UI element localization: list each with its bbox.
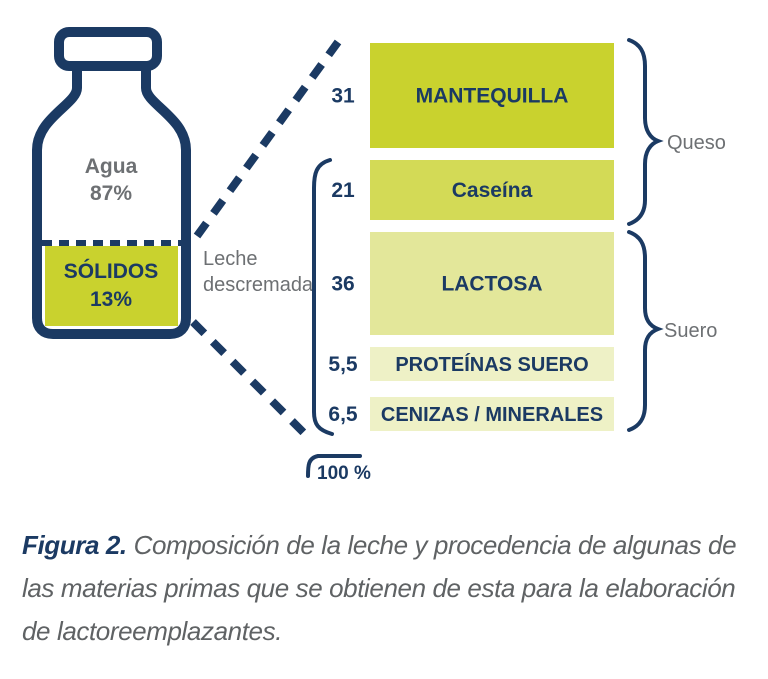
value-label-mantequilla: 31 [331,85,355,108]
skim-milk-label-line1: Leche [203,248,258,270]
value-label-lactosa: 36 [331,273,354,296]
bar-mantequilla [370,43,614,148]
queso-bracket [627,38,664,226]
water-label: Agua [85,155,138,178]
value-label-proteinas-suero: 5,5 [328,353,358,376]
bar-cenizas-minerales [370,397,614,431]
figure-caption: Figura 2. Composición de la leche y proc… [22,524,757,653]
total-bracket [306,454,362,478]
suero-label: Suero [664,320,717,342]
value-label-caseina: 21 [331,179,355,202]
caption-head: Figura 2. [22,530,127,560]
solids-label: SÓLIDOS [64,259,159,283]
bar-lactosa [370,232,614,335]
bar-label-cenizas-minerales: CENIZAS / MINERALES [381,404,603,426]
bottle-cap [54,27,162,71]
expansion-line-top [193,39,342,239]
bar-label-proteinas-suero: PROTEÍNAS SUERO [395,353,588,376]
caption-text: Composición de la leche y procedencia de… [22,530,737,646]
bar-label-caseina: Caseína [452,179,533,202]
suero-bracket [627,230,664,432]
bar-label-mantequilla: MANTEQUILLA [416,85,569,108]
bar-caseina [370,160,614,220]
water-percent: 87% [90,182,132,205]
bottle-outline [32,66,191,339]
milk-bottle: Agua 87% SÓLIDOS 13% [32,27,191,339]
bar-proteinas-suero [370,347,614,381]
skim-milk-bracket [312,158,334,436]
queso-label: Queso [667,132,726,154]
solids-percent: 13% [90,288,132,311]
milk-composition-diagram: Agua 87% SÓLIDOS 13% Leche descremada MA… [32,27,726,484]
expansion-line-bottom [190,319,308,437]
solids-fill [45,246,178,326]
skim-milk-label-line2: descremada [203,274,314,296]
total-label: 100 % [317,463,371,484]
bar-label-lactosa: LACTOSA [441,273,542,296]
value-label-cenizas-minerales: 6,5 [328,403,358,426]
